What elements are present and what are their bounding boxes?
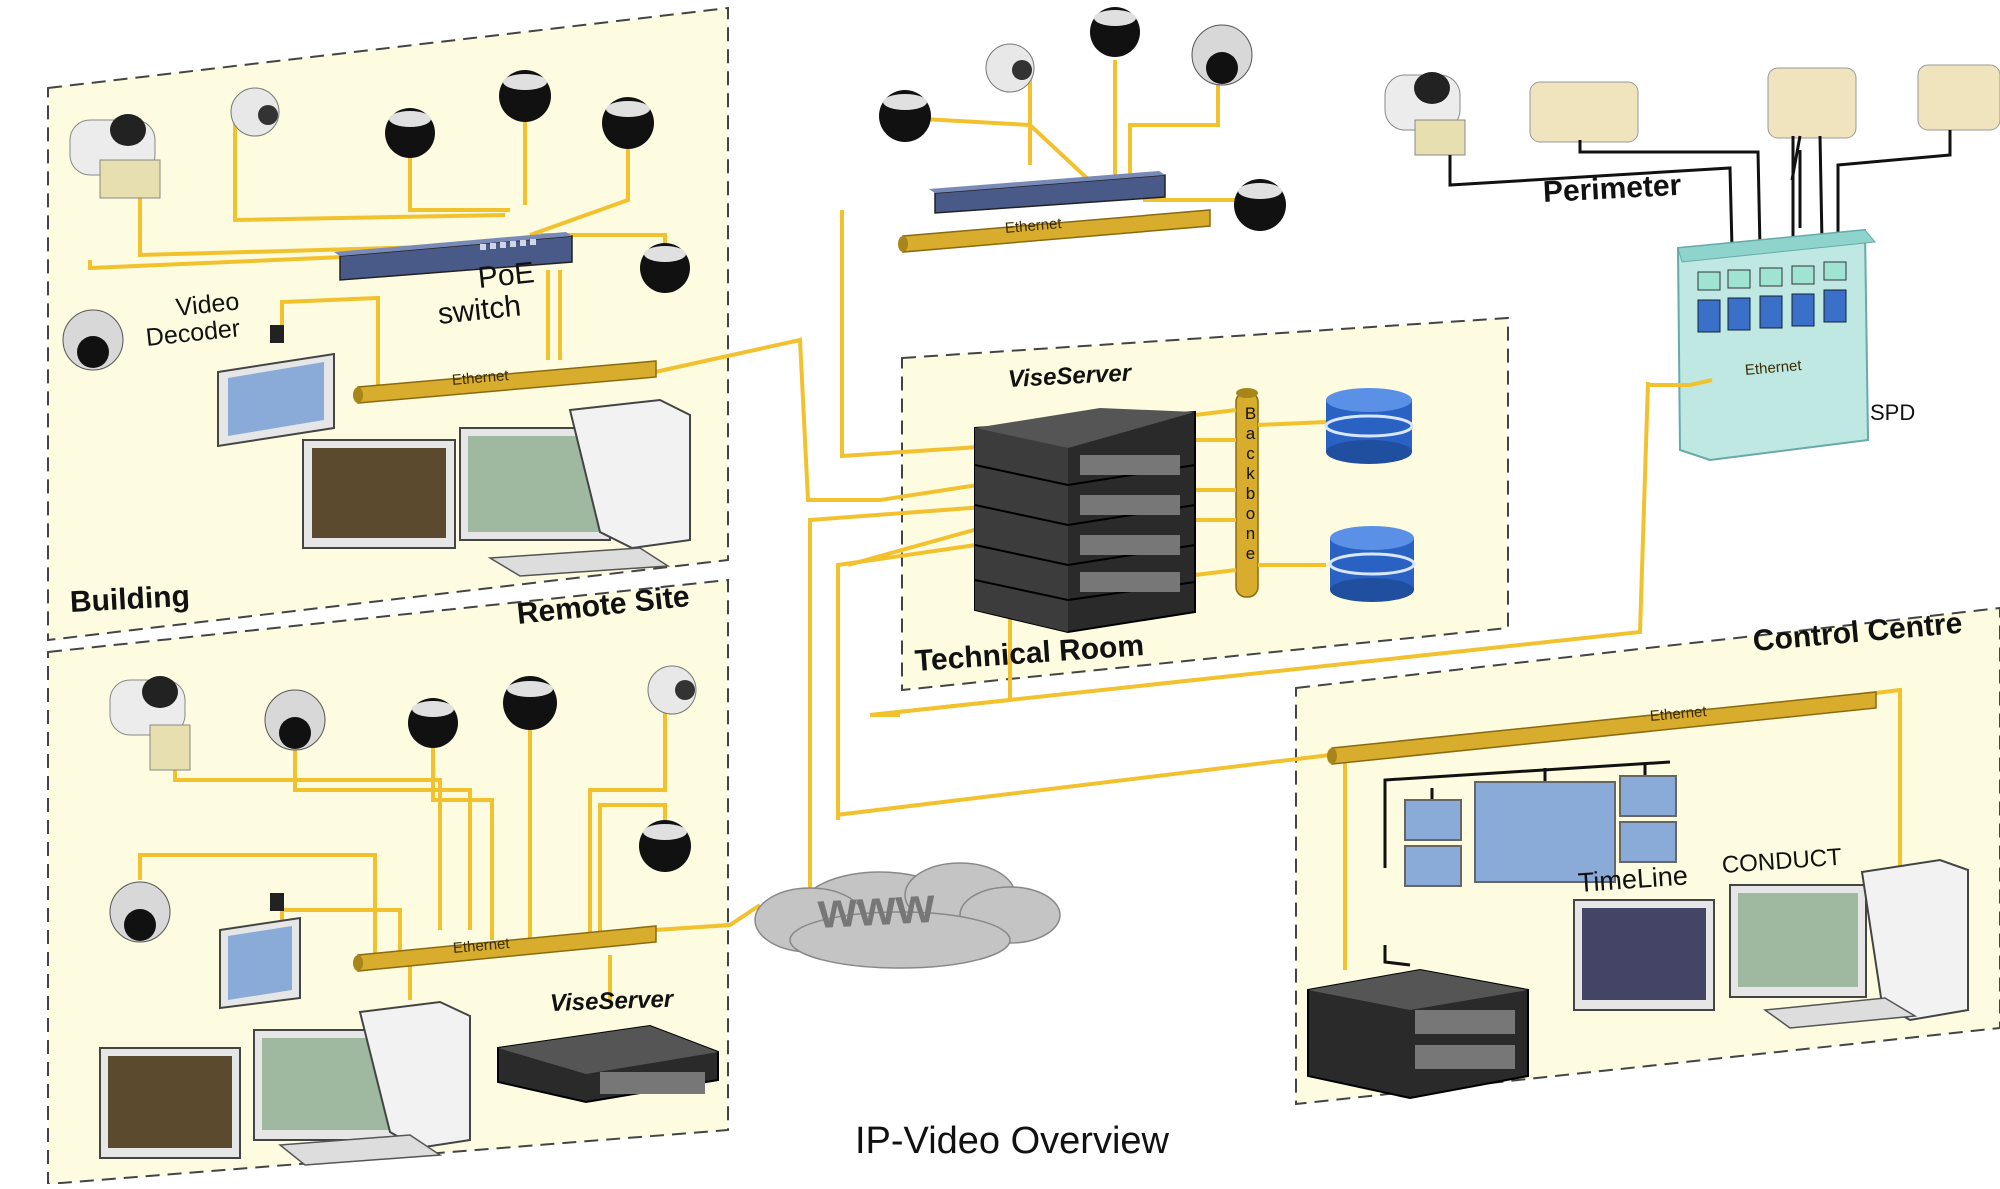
ethernet-bus-top [898, 209, 1211, 253]
ethernet-bus-control [1327, 691, 1877, 765]
spd-label: SPD [1870, 400, 1916, 425]
zone-label-perimeter: Perimeter [1542, 168, 1683, 209]
perimeter-wires [1448, 130, 1952, 249]
control-video-wall [1383, 760, 1677, 967]
box-camera [69, 72, 1466, 771]
control-centre-server [1307, 968, 1529, 1100]
ethernet-bus-remote [353, 925, 657, 972]
www-label: www [816, 876, 936, 939]
remote-viseserver-label: ViseServer [549, 985, 674, 1017]
backbone-label: Backbone [1241, 404, 1260, 564]
diagram-title: IP-Video Overview [855, 1120, 1169, 1162]
camera-highlights [389, 10, 1282, 840]
remote-site-zone-panel [47, 578, 729, 1186]
spd-cabinet [1650, 228, 1876, 462]
database-top [1324, 388, 1414, 464]
decoder-monitor [217, 352, 335, 1010]
video-decoder [270, 325, 284, 911]
database-bottom [1328, 526, 1416, 602]
internet-cloud [754, 862, 1061, 969]
ptz-camera [62, 24, 1253, 943]
ethernet-bus-building [353, 360, 657, 404]
fixed-camera [230, 43, 1035, 715]
network-cables [654, 210, 1902, 970]
zone-label-building: Building [69, 579, 191, 619]
remote-viseserver [497, 1024, 719, 1104]
top-network-switch [929, 171, 1166, 214]
backbone-links [1194, 408, 1327, 577]
viseserver-rack [974, 408, 1196, 634]
keyboard [278, 547, 1918, 1166]
poe-switch [334, 232, 573, 281]
perimeter-sensor [1529, 64, 2000, 143]
workstation-tower [358, 398, 1969, 1150]
backbone-bus [1235, 388, 1259, 598]
